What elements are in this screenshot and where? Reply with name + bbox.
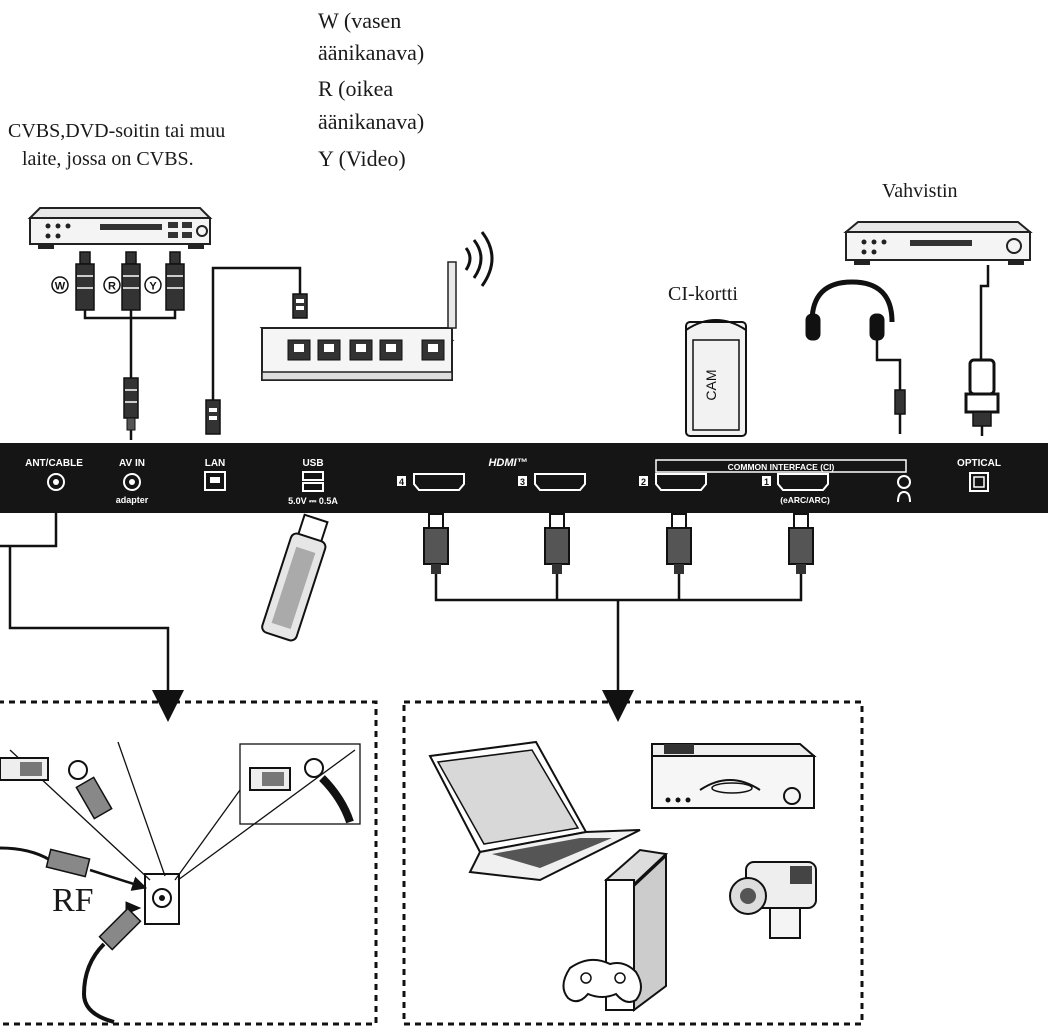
- gamepad-icon: [562, 958, 642, 1003]
- antenna-lines: [0, 513, 170, 690]
- rca-marker-y-text: Y: [149, 281, 157, 293]
- optical-cable-icon: [964, 265, 1000, 436]
- ci-cam-card-icon: CAM: [685, 319, 747, 437]
- adapter-label: adapter: [116, 495, 149, 505]
- rca-marker-y: Y: [144, 276, 162, 294]
- hdmi-bus-lines: [434, 574, 803, 690]
- optical-label: OPTICAL: [957, 458, 1001, 469]
- laptop-icon: [428, 740, 641, 882]
- earc-label: (eARC/ARC): [780, 495, 830, 505]
- cable-plug-detail-icon: [249, 758, 354, 824]
- hdmi-4-port: [413, 473, 465, 491]
- hdmi-2-port: [655, 473, 707, 491]
- rca-marker-r: R: [103, 276, 121, 294]
- lan-plug-tv-icon: [205, 399, 221, 435]
- router-icon: [259, 231, 494, 381]
- common-interface-bracket: [655, 459, 907, 473]
- dvd-player-device-icon: [651, 743, 817, 809]
- lan-cable: [211, 266, 302, 400]
- common-interface-label: COMMON INTERFACE (CI): [728, 462, 835, 472]
- hdmi-2-number: 2: [641, 477, 646, 487]
- label-cvbs-device: CVBS,DVD-soitin tai muu: [8, 120, 226, 142]
- headphones-icon: [805, 279, 906, 434]
- label-white-audio: W (vasen: [318, 8, 402, 33]
- hdmi-1-port: [777, 473, 829, 491]
- label-yellow-video: Y (Video): [318, 146, 406, 171]
- antenna-plug-detail-icon: [0, 757, 113, 820]
- hdmi-plugs-icon: [423, 513, 814, 574]
- devices-box: [402, 700, 864, 1026]
- tv-connector-panel: ANT/CABLE AV IN adapter LAN USB 5.0V ⎓ 0…: [0, 443, 1048, 513]
- wall-socket-icon: [144, 873, 180, 925]
- rca-marker-w-text: W: [55, 281, 66, 293]
- usb-rating-label: 5.0V ⎓ 0.5A: [288, 496, 338, 506]
- rf-cable-icon: [0, 846, 148, 1024]
- arrow-down-devices-icon: [602, 690, 634, 722]
- hdmi-1-number: 1: [764, 477, 769, 487]
- label-white-audio-sub: äänikanava): [318, 40, 425, 65]
- usb-label: USB: [302, 458, 323, 469]
- av-adapter-plug-icon: [123, 377, 139, 440]
- optical-port: [969, 472, 989, 492]
- headphone-symbol-icon: [897, 490, 911, 503]
- headphone-jack-port: [897, 475, 911, 489]
- dvd-player-icon: [27, 207, 213, 249]
- usb-port: [302, 471, 324, 481]
- amplifier-icon: [843, 221, 1033, 265]
- label-red-audio-sub: äänikanava): [318, 109, 425, 134]
- hdmi-logo: HDMI™: [488, 457, 527, 469]
- ant-cable-port: [47, 473, 65, 491]
- lan-port: [204, 471, 226, 491]
- ant-cable-label: ANT/CABLE: [25, 458, 83, 469]
- label-ci-card: CI-kortti: [668, 283, 738, 305]
- lan-plug-router-icon: [292, 293, 308, 319]
- label-rf: RF: [52, 882, 94, 919]
- label-red-audio: R (oikea: [318, 76, 394, 101]
- av-in-port: [123, 473, 141, 491]
- hdmi-3-number: 3: [520, 477, 525, 487]
- av-in-label: AV IN: [119, 458, 145, 469]
- lan-label: LAN: [205, 458, 226, 469]
- cam-text: CAM: [703, 369, 719, 400]
- label-amplifier: Vahvistin: [882, 180, 958, 202]
- camcorder-icon: [729, 861, 817, 939]
- label-cvbs-device-sub: laite, jossa on CVBS.: [22, 148, 194, 170]
- av-cable: [83, 310, 177, 378]
- hdmi-4-number: 4: [399, 477, 404, 487]
- rca-plugs-icon: [75, 251, 185, 311]
- antenna-box: [0, 700, 378, 1026]
- arrow-down-antenna-icon: [152, 690, 184, 722]
- rca-marker-r-text: R: [108, 281, 116, 293]
- usb-stick-icon: [261, 513, 329, 642]
- hdmi-3-port: [534, 473, 586, 491]
- rca-marker-w: W: [51, 276, 69, 294]
